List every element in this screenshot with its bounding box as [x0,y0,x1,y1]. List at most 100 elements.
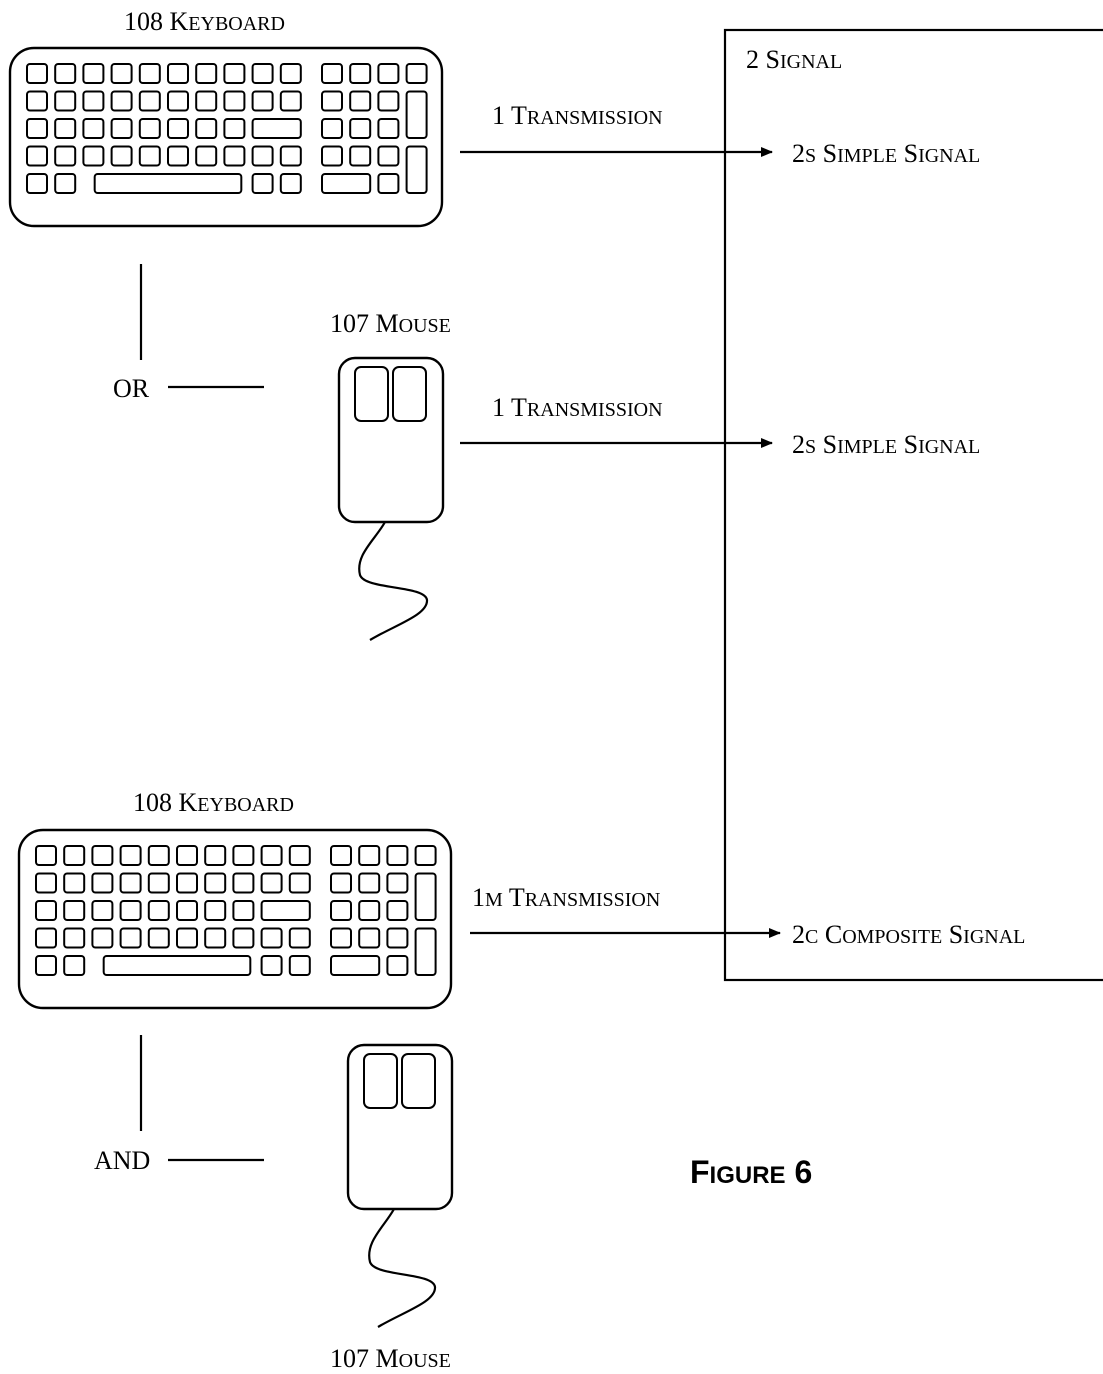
key [281,174,301,193]
key [224,119,244,138]
key [149,874,169,893]
key [149,929,169,948]
key [281,147,301,166]
key [112,92,132,111]
key [205,874,225,893]
key [168,92,188,111]
transmission-2-label: 1 TRANSMISSION [492,393,663,422]
key [233,846,253,865]
transmission-3-label: 1M TRANSMISSION [472,883,660,912]
key [196,92,216,111]
key [64,874,84,893]
key [36,929,56,948]
composite-signal-label: 2C COMPOSITE SIGNAL [792,920,1025,949]
transmission-1-label: 1 TRANSMISSION [492,101,663,130]
numpad-key [350,147,370,166]
keyboard-bottom-label: 108 KEYBOARD [133,788,294,817]
key [205,846,225,865]
numpad-key [331,846,351,865]
key [281,64,301,83]
key [177,929,197,948]
key [262,874,282,893]
key [27,92,47,111]
keyboard-top-icon [10,48,442,226]
numpad-key [322,92,342,111]
key [177,901,197,920]
key [253,64,273,83]
key [196,147,216,166]
keyboard-bottom-icon [19,830,451,1008]
key [92,901,112,920]
key [177,846,197,865]
key [27,119,47,138]
key [233,874,253,893]
figure-title: FIGURE 6 [690,1154,812,1190]
key [55,119,75,138]
key [36,874,56,893]
numpad-key [359,901,379,920]
numpad-key [387,874,407,893]
key [253,119,301,138]
numpad-key [387,956,407,975]
key [262,901,310,920]
numpad-key [322,64,342,83]
key [112,64,132,83]
numpad-key [350,92,370,111]
numpad-plus-key [407,92,427,139]
key [149,846,169,865]
signal-box [725,30,1103,980]
key [290,929,310,948]
numpad-zero-key [322,174,370,193]
numpad-key [331,901,351,920]
key [290,846,310,865]
key [112,119,132,138]
key [64,929,84,948]
numpad-key [407,64,427,83]
numpad-key [387,929,407,948]
key [196,64,216,83]
or-label: OR [113,374,150,403]
numpad-key [359,874,379,893]
key [83,147,103,166]
key [224,64,244,83]
simple-signal-1-label: 2S SIMPLE SIGNAL [792,139,980,168]
key [253,92,273,111]
key [55,64,75,83]
spacebar-key [95,174,242,193]
key [27,147,47,166]
key [55,92,75,111]
key [55,174,75,193]
key [92,846,112,865]
mouse-bottom-icon [348,1045,452,1327]
key [253,147,273,166]
key [233,901,253,920]
key [64,901,84,920]
key [121,846,141,865]
simple-signal-2-label: 2S SIMPLE SIGNAL [792,430,980,459]
key [140,147,160,166]
key [27,174,47,193]
key [64,956,84,975]
key [92,874,112,893]
numpad-key [378,119,398,138]
numpad-key [359,846,379,865]
numpad-enter-key [416,929,436,976]
key [224,92,244,111]
numpad-key [387,846,407,865]
key [140,64,160,83]
key [83,92,103,111]
key [92,929,112,948]
numpad-key [331,929,351,948]
numpad-plus-key [416,874,436,921]
key [27,64,47,83]
key [83,64,103,83]
numpad-key [322,119,342,138]
mouse-bottom-label: 107 MOUSE [330,1344,451,1373]
key [36,901,56,920]
numpad-key [331,874,351,893]
signal-box-label: 2 SIGNAL [746,45,842,74]
key [168,119,188,138]
key [121,901,141,920]
mouse-top-label: 107 MOUSE [330,309,451,338]
